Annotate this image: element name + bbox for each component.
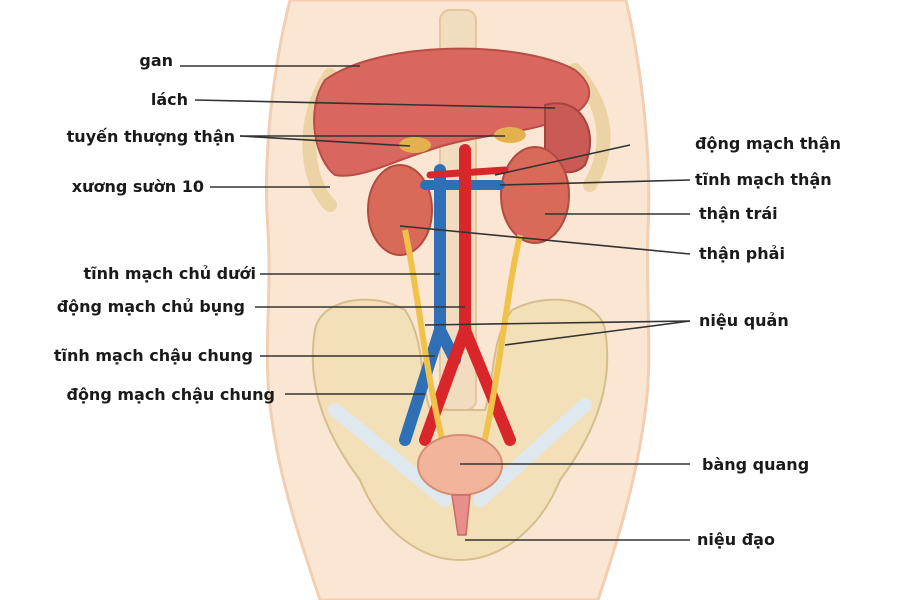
label-tinh-mach-than: tĩnh mạch thận xyxy=(695,170,832,190)
bladder xyxy=(418,435,502,495)
label-dong-mach-chau-chung: động mạch chậu chung xyxy=(66,385,275,405)
label-gan: gan xyxy=(139,51,173,71)
label-xuong-suon-10: xương sườn 10 xyxy=(72,177,204,197)
label-tinh-mach-chau-chung: tĩnh mạch chậu chung xyxy=(54,346,253,366)
label-tinh-mach-chu-duoi: tĩnh mạch chủ dưới xyxy=(83,264,256,284)
right-kidney xyxy=(368,165,432,255)
label-than-phai: thận phải xyxy=(699,244,785,264)
label-nieu-quan: niệu quản xyxy=(699,311,789,331)
label-bang-quang: bàng quang xyxy=(702,455,809,475)
renal-arteries xyxy=(430,170,505,175)
left-adrenal xyxy=(494,127,526,143)
label-tuyen-thuong-than: tuyến thượng thận xyxy=(67,127,235,147)
label-dong-mach-than: động mạch thận xyxy=(695,134,841,154)
label-dong-mach-chu-bung: động mạch chủ bụng xyxy=(57,297,245,317)
label-nieu-dao: niệu đạo xyxy=(697,530,775,550)
label-lach: lách xyxy=(151,90,188,110)
label-than-trai: thận trái xyxy=(699,204,778,224)
